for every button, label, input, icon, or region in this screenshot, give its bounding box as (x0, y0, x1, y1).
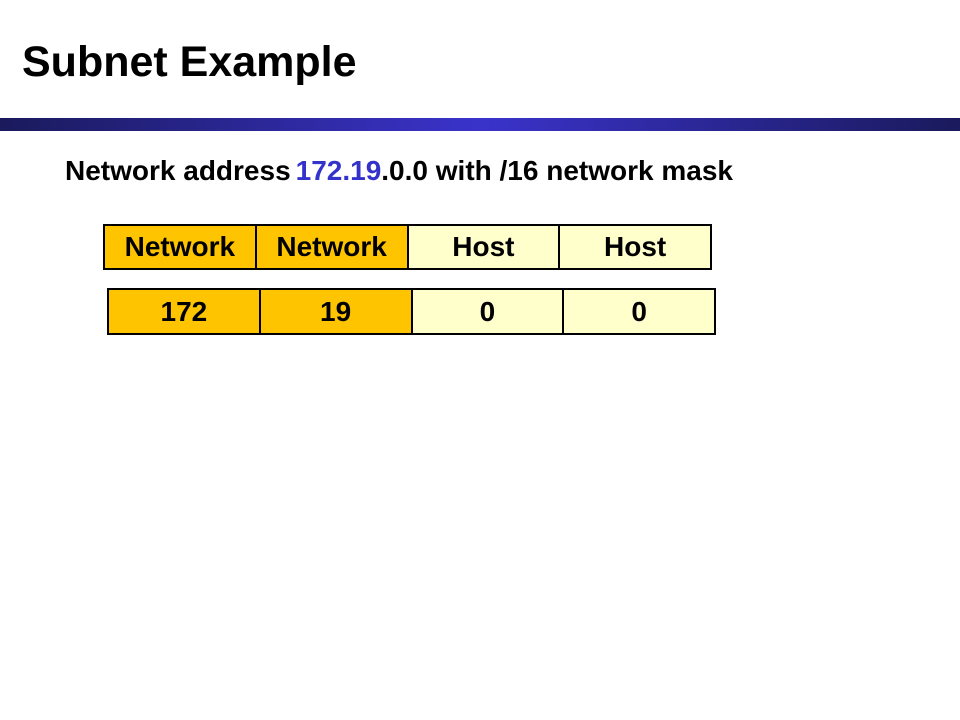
header-cell-host-1: Host (406, 226, 559, 268)
value-cell-octet-4: 0 (562, 290, 714, 333)
value-cell-octet-2: 19 (258, 290, 411, 333)
subtitle-prefix: Network address (65, 155, 291, 186)
header-cell-host-2: Host (558, 226, 710, 268)
value-cell-octet-3: 0 (410, 290, 563, 333)
header-cell-network-1: Network (105, 226, 255, 268)
octet-header-row: Network Network Host Host (103, 224, 712, 270)
subtitle-highlight-octets: 172.19 (295, 155, 382, 186)
octet-value-row: 172 19 0 0 (107, 288, 716, 335)
slide-title: Subnet Example (22, 38, 357, 86)
value-cell-octet-1: 172 (109, 290, 259, 333)
title-divider-bar (0, 118, 960, 131)
subtitle-suffix: .0.0 with /16 network mask (381, 155, 733, 186)
header-cell-network-2: Network (254, 226, 407, 268)
